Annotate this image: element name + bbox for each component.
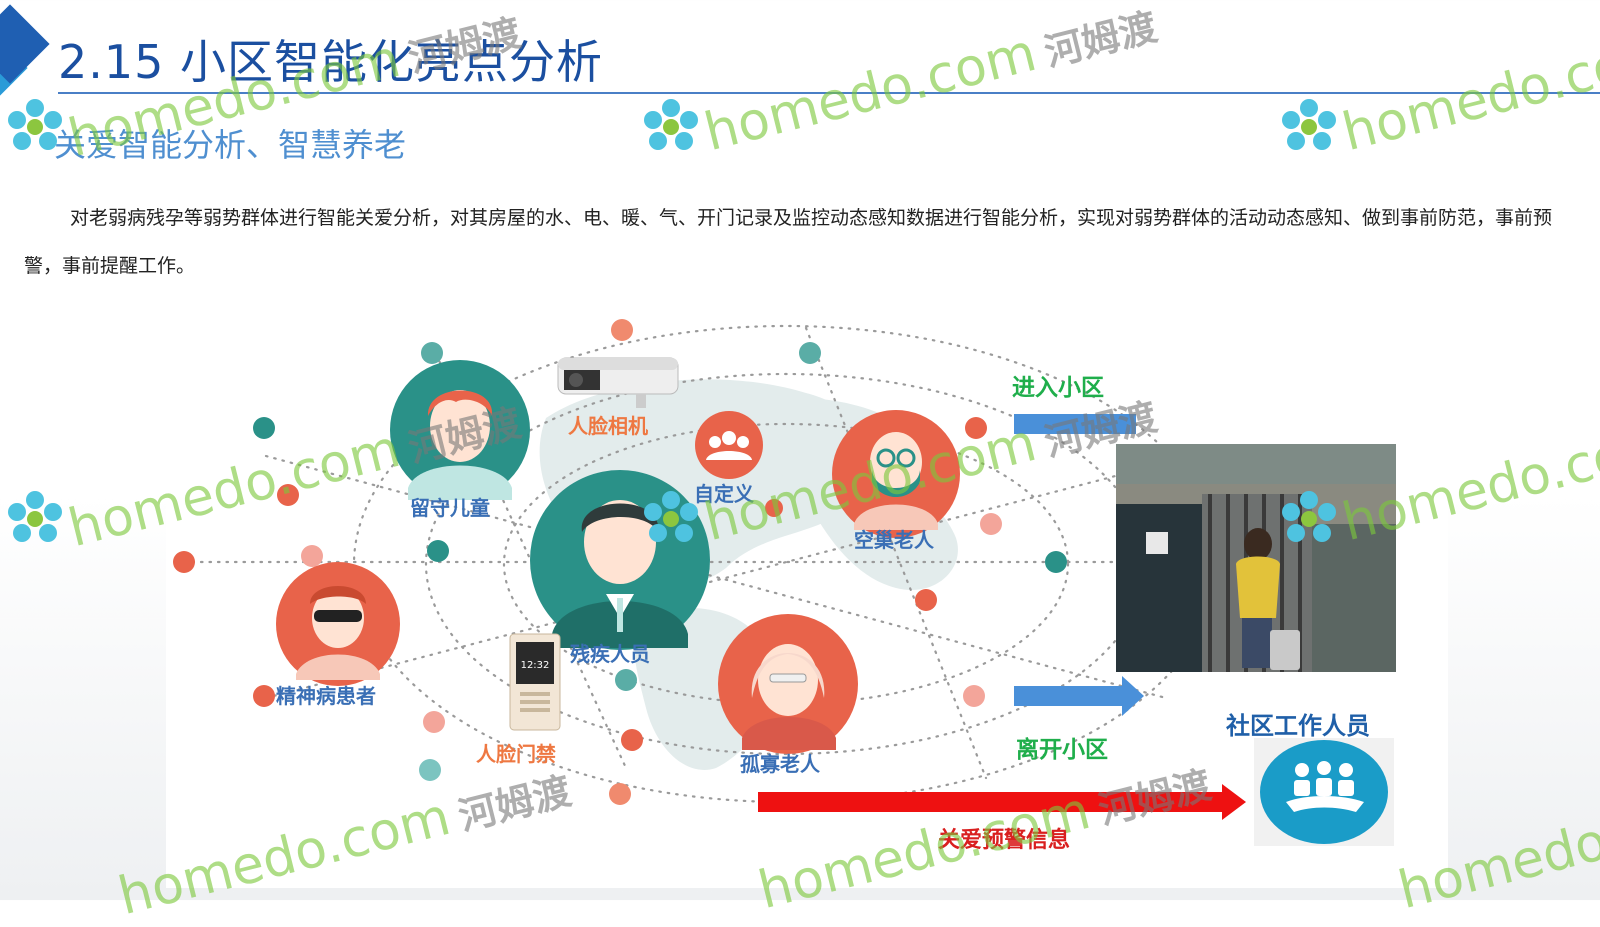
watermark-text: homedo.com河姆渡 <box>698 4 1162 164</box>
community-staff-icon <box>1254 738 1394 846</box>
alert-arrow <box>758 784 1246 820</box>
intercom-screen-time: 12:32 <box>521 660 550 671</box>
enter-arrow <box>1014 414 1136 434</box>
slide-title: 2.15 小区智能化亮点分析 <box>58 35 604 89</box>
mental-patient-avatar <box>276 562 400 686</box>
empty-nest-elderly-label: 空巢老人 <box>854 528 934 552</box>
leave-community-label: 离开小区 <box>1016 737 1108 763</box>
leave-arrow <box>1014 676 1144 716</box>
description-paragraph: 对老弱病残孕等弱势群体进行智能关爱分析，对其房屋的水、电、暖、气、开门记录及监控… <box>24 207 1553 277</box>
empty-nest-elderly-avatar <box>832 410 960 538</box>
custom-label: 自定义 <box>694 482 754 506</box>
care-analysis-diagram: 12:32 <box>166 298 1448 888</box>
mental-patients-label: 精神病患者 <box>276 684 376 708</box>
lonely-elderly-label: 孤寡老人 <box>740 752 820 776</box>
watermark-flower-icon <box>1282 99 1336 150</box>
face-access-terminal-icon: 12:32 <box>509 633 561 731</box>
face-access-label: 人脸门禁 <box>476 742 556 766</box>
community-staff-label: 社区工作人员 <box>1226 712 1370 740</box>
custom-group-icon <box>695 411 763 479</box>
watermark-flower-icon <box>644 99 698 150</box>
network-graphic: 12:32 <box>173 319 1396 846</box>
child-avatar <box>390 360 530 500</box>
network-nodes <box>173 319 1067 805</box>
care-alert-label: 关爱预警信息 <box>938 828 1071 853</box>
face-camera-label: 人脸相机 <box>568 414 648 438</box>
title-accent-diamond <box>0 4 50 84</box>
disabled-person-avatar <box>530 470 710 650</box>
left-behind-children-label: 留守儿童 <box>410 496 490 520</box>
face-camera-icon <box>557 357 679 408</box>
enter-community-label: 进入小区 <box>1012 375 1104 401</box>
watermark-flower-icon <box>8 491 62 542</box>
slide-subtitle: 关爱智能分析、智慧养老 <box>54 126 407 164</box>
disabled-persons-label: 残疾人员 <box>570 642 650 666</box>
gate-photo <box>1116 444 1396 672</box>
title-divider <box>58 92 1600 94</box>
lonely-elderly-avatar <box>718 614 858 754</box>
